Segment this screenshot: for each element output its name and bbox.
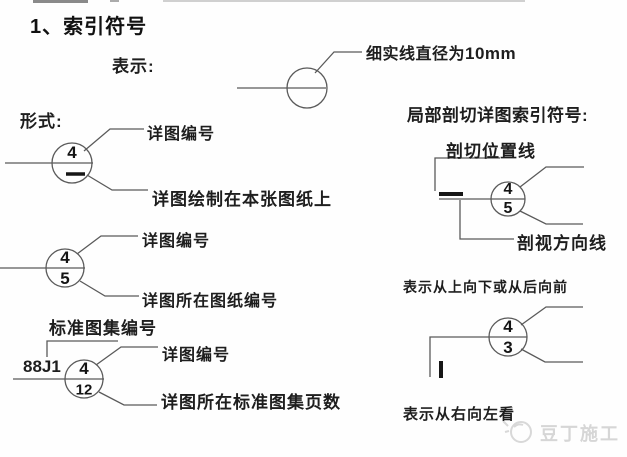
cut-position-label: 剖切位置线 — [446, 142, 536, 161]
other-sheet-top-label: 详图编号 — [142, 233, 211, 250]
section-down-bottom-number: 5 — [503, 200, 513, 217]
thin-line-note-diameter: 10mm — [465, 44, 517, 63]
atlas-bottom-number: 12 — [75, 381, 93, 399]
atlas-bottom-label: 详图所在标准图集页数 — [161, 393, 341, 412]
section-down-caption: 表示从上向下或从后向前 — [403, 279, 568, 295]
atlas-top-label: 详图编号 — [162, 347, 231, 364]
scan-artifact — [33, 0, 525, 3]
representation-symbol-graphic — [237, 51, 362, 109]
same-sheet-top-label: 详图编号 — [147, 126, 216, 143]
section-left-top-number: 4 — [503, 317, 513, 336]
atlas-code: 88J1 — [23, 357, 61, 376]
other-sheet-bottom-number: 5 — [60, 269, 70, 288]
section-left-symbol-graphic — [429, 306, 583, 378]
representation-label: 表示: — [112, 57, 155, 76]
atlas-number-label: 标准图集编号 — [49, 319, 157, 338]
partial-section-title: 局部剖切详图索引符号: — [407, 106, 589, 125]
other-sheet-symbol-graphic — [0, 235, 139, 297]
thin-line-note-text: 细实线直径为 — [366, 46, 466, 63]
atlas-top-number: 4 — [79, 359, 89, 378]
section-left-caption: 表示从右向左看 — [403, 406, 516, 423]
section-left-bottom-number: 3 — [503, 338, 513, 357]
other-sheet-bottom-label: 详图所在图纸编号 — [142, 293, 279, 310]
thin-line-note: 细实线直径为10mm — [366, 40, 516, 64]
watermark-logo-icon — [502, 420, 532, 443]
same-sheet-bottom-label: 详图绘制在本张图纸上 — [152, 190, 332, 209]
forms-label: 形式: — [20, 112, 63, 131]
watermark-text: 豆丁施工 — [540, 424, 620, 444]
view-direction-label: 剖视方向线 — [517, 234, 607, 253]
atlas-symbol-graphic — [13, 340, 158, 406]
other-sheet-top-number: 4 — [60, 248, 70, 267]
section-down-symbol-graphic — [434, 157, 584, 240]
section-down-top-number: 4 — [503, 181, 513, 198]
page-title: 1、索引符号 — [30, 16, 148, 38]
same-sheet-symbol-graphic — [5, 128, 148, 191]
same-sheet-number: 4 — [67, 143, 77, 162]
